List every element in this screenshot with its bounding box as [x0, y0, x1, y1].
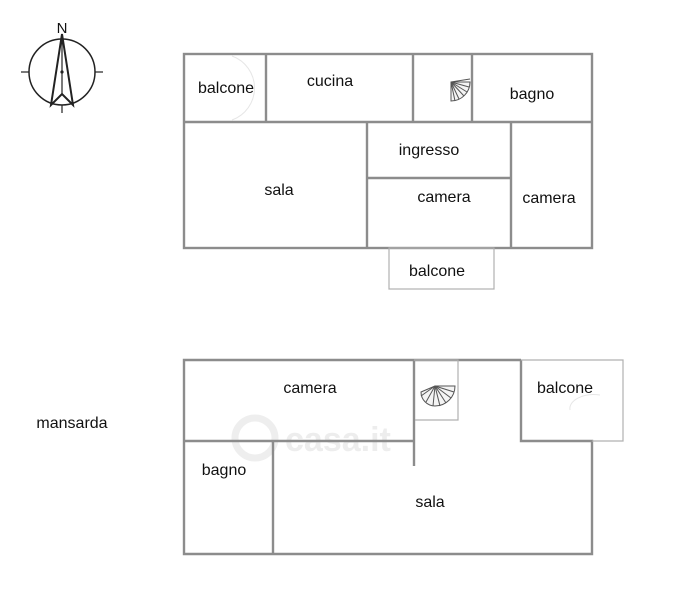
room-sala: sala: [264, 182, 293, 199]
floor-label-mansarda: mansarda: [36, 415, 107, 432]
room-balcone-2: balcone: [409, 263, 465, 280]
lower-floor-labels: mansarda camera balcone bagno sala: [36, 380, 593, 511]
room-bagno: bagno: [510, 86, 555, 103]
watermark: casa.it: [231, 414, 391, 462]
room-camera: camera: [283, 380, 336, 397]
room-balcone-1: balcone: [198, 80, 254, 97]
room-cucina: cucina: [307, 73, 353, 90]
watermark-logo-icon: [231, 414, 279, 462]
spiral-stairs-icon: [420, 385, 456, 407]
lower-floor-walls: [182, 358, 624, 556]
room-camera-2: camera: [522, 190, 575, 207]
spiral-stairs-icon: [450, 78, 471, 102]
compass-letter: N: [57, 20, 68, 37]
room-sala: sala: [415, 494, 444, 511]
room-bagno: bagno: [202, 462, 247, 479]
upper-floor-walls: [182, 52, 594, 290]
room-ingresso: ingresso: [399, 142, 460, 159]
room-camera-1: camera: [417, 189, 470, 206]
north-arrow-icon: N: [21, 20, 103, 113]
room-balcone: balcone: [537, 380, 593, 397]
upper-floor-labels: balcone cucina bagno ingresso sala camer…: [198, 73, 576, 280]
